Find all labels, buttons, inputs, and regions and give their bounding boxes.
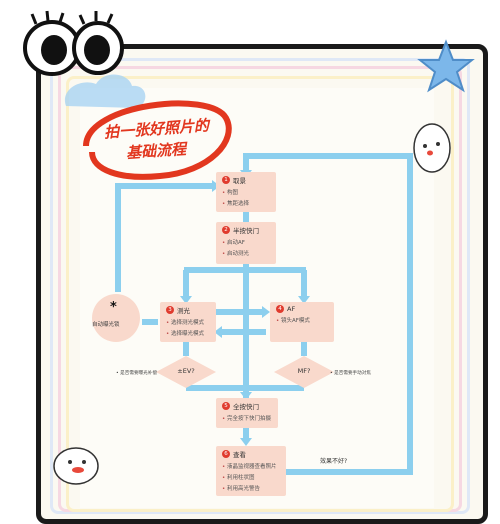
step-number: 6: [222, 450, 230, 458]
ev-decision-label: ±EV?: [177, 367, 195, 375]
cute-creature-icon: [53, 447, 99, 485]
star-icon: [417, 39, 475, 93]
mf-decision-label: MF?: [297, 367, 311, 375]
note-mf-text: 是否需要手动对焦: [334, 371, 371, 376]
step-item: 利用柱状图: [222, 473, 280, 481]
step-review: 6查看 液晶监视器查看照片 利用柱状图 利用高光警告: [216, 446, 286, 496]
page-subtitle: 基础流程: [125, 139, 187, 163]
step-item: 选择测光模式: [166, 318, 210, 326]
step-title: 取景: [233, 177, 246, 185]
step-item: 选择曝光模式: [166, 329, 210, 337]
step-metering: 3测光 选择测光模式 选择曝光模式: [160, 302, 216, 342]
step-number: 3: [166, 306, 174, 314]
step-number: 4: [276, 305, 284, 313]
step-frame: 1取景 构图 焦距选择: [216, 172, 276, 212]
step-title: 查看: [233, 451, 246, 459]
step-item: 液晶监视器查看照片: [222, 462, 280, 470]
cute-creature-icon: [413, 123, 451, 173]
step-item: 构图: [222, 188, 270, 196]
bad-result-label: 效果不好?: [320, 458, 348, 465]
highlight-circle: [83, 100, 232, 180]
cartoon-eyes-icon: [23, 10, 124, 76]
ae-lock-label: 自动曝光锁: [92, 322, 120, 328]
step-item: 镜头AF模式: [276, 316, 328, 324]
step-number: 1: [222, 176, 230, 184]
note-mf: • 是否需要手动对焦: [330, 371, 371, 376]
cloud-icon: [64, 74, 146, 108]
step-item: 启动测光: [222, 249, 270, 257]
note-ev-text: 是否需要曝光补偿: [120, 371, 157, 376]
step-number: 5: [222, 402, 230, 410]
step-number: 2: [222, 226, 230, 234]
ae-lock-node: [92, 294, 140, 342]
note-ev: • 是否需要曝光补偿: [116, 371, 157, 376]
diamond-mf: [274, 356, 334, 388]
step-title: AF: [287, 305, 296, 313]
diamond-ev: [156, 356, 216, 388]
step-af: 4AF 镜头AF模式: [270, 302, 334, 342]
step-item: 启动AF: [222, 238, 270, 246]
step-item: 利用高光警告: [222, 484, 280, 492]
asterisk-icon: *: [110, 300, 117, 315]
step-item: 焦距选择: [222, 199, 270, 207]
step-item: 完全按下快门拍摄: [222, 414, 272, 422]
step-title: 测光: [177, 307, 190, 315]
step-title: 半按快门: [233, 227, 259, 235]
decorations: [23, 10, 475, 485]
step-title: 全按快门: [233, 403, 259, 411]
